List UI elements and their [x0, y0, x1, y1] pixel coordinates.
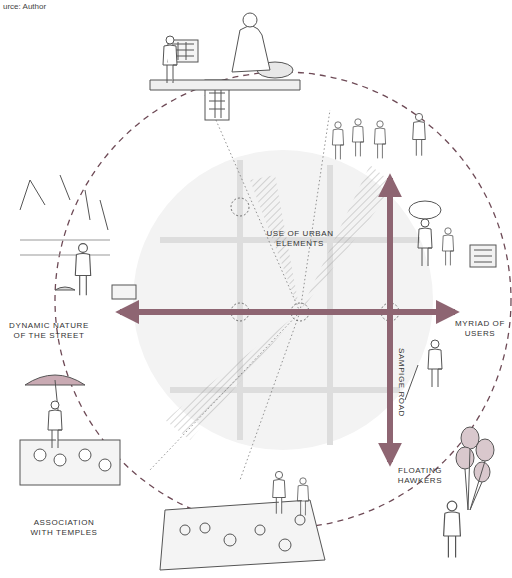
view-wedge	[165, 312, 300, 440]
person-figure	[273, 471, 286, 513]
road-axis-arrow	[387, 178, 393, 462]
person-figure	[75, 244, 90, 296]
person-figure	[163, 36, 177, 83]
vendor-sketch	[150, 13, 300, 120]
road-name: SAMPIGE ROAD	[396, 348, 406, 412]
theme-label: FLOATING HAWKERS	[392, 466, 448, 486]
theme-label: ASSOCIATION WITH TEMPLES	[26, 518, 102, 538]
broom	[405, 365, 418, 400]
porter-sketch	[409, 201, 441, 219]
person-figure	[413, 113, 426, 155]
sweeper-figure	[428, 340, 442, 387]
street-grid	[150, 160, 420, 445]
dashed-boundary	[55, 72, 511, 528]
person-figure	[374, 121, 385, 159]
theme-label: DYNAMIC NATURE OF THE STREET	[6, 321, 92, 341]
focus-circle	[231, 198, 399, 321]
view-wedge	[300, 165, 395, 312]
street-axis-arrow	[120, 309, 455, 315]
temple-vendor-sketch	[20, 375, 120, 485]
person-figure	[297, 478, 308, 516]
cart-sketch	[470, 245, 496, 267]
person-figure	[48, 401, 62, 448]
theme-label: MYRIAD OF USERS	[452, 319, 508, 339]
balloons	[456, 427, 494, 510]
person-figure	[442, 228, 453, 266]
sight-lines	[150, 95, 330, 480]
person-figure	[418, 219, 432, 266]
person-figure	[352, 119, 363, 157]
person-figure	[444, 501, 461, 557]
source-note: urce: Author	[3, 2, 73, 12]
person-figure	[332, 122, 343, 160]
theme-label: USE OF URBAN ELEMENTS	[262, 229, 338, 249]
street-scene-sketch	[20, 175, 136, 299]
